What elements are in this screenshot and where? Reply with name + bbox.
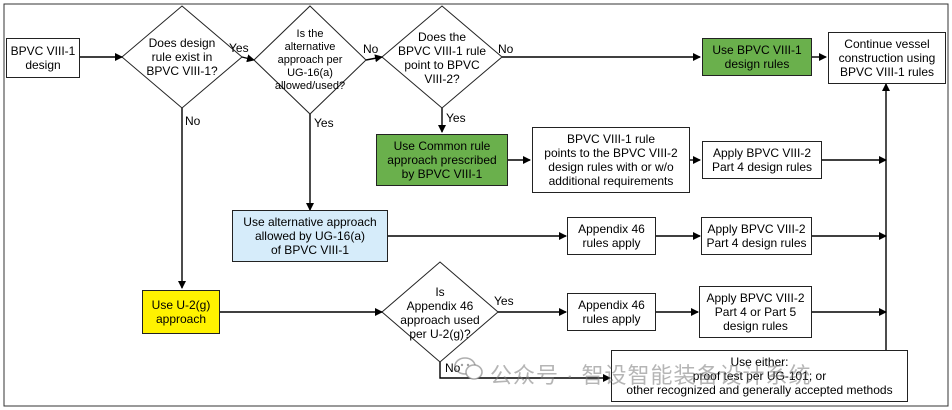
d3-yes-label: Yes <box>446 111 466 125</box>
decision-2-text: Is the alternative approach per UG-16(a)… <box>274 27 346 92</box>
decision-3-text: Does the BPVC VIII-1 rule point to BPVC … <box>397 30 487 86</box>
wechat-icon <box>454 357 483 380</box>
d1-no-label: No <box>185 114 201 128</box>
d2-no-label: No <box>363 42 379 56</box>
d3-no-label: No <box>498 42 514 56</box>
u2g-approach-box: Use U-2(g) approach <box>142 290 220 334</box>
edge-d4-either <box>439 362 611 382</box>
alternative-approach-box: Use alternative approach allowed by UG-1… <box>232 210 388 262</box>
decision-1-text: Does design rule exist in BPVC VIII-1? <box>146 36 218 78</box>
apply-part4-or-5-box: Apply BPVC VIII-2 Part 4 or Part 5 desig… <box>699 286 812 338</box>
start-node: BPVC VIII-1 design <box>6 38 80 78</box>
d1-yes-label: Yes <box>229 41 249 55</box>
d2-yes-label: Yes <box>314 116 334 130</box>
apply-part4-box-2: Apply BPVC VIII-2 Part 4 design rules <box>701 217 812 255</box>
decision-4-text: Is Appendix 46 approach used per U-2(g)? <box>400 285 480 341</box>
d4-no-label: No <box>445 361 461 375</box>
edge-d1-d2 <box>241 54 255 63</box>
appendix46-box-1: Appendix 46 rules apply <box>567 217 656 255</box>
outer-border <box>3 3 949 407</box>
apply-part4-box-1: Apply BPVC VIII-2 Part 4 design rules <box>702 141 822 179</box>
use-viii1-rules-box: Use BPVC VIII-1 design rules <box>702 38 812 76</box>
edge-d2-d3 <box>365 54 383 63</box>
continue-construction-box: Continue vessel construction using BPVC … <box>828 32 946 84</box>
d4-yes-label: Yes <box>494 294 514 308</box>
points-to-viii2-box: BPVC VIII-1 rule points to the BPVC VIII… <box>532 127 690 193</box>
watermark-text: 公众号 · 智设智能装备设计系统 <box>490 363 812 388</box>
use-either-box: Use either: proof test per UG-101; or ot… <box>611 350 908 402</box>
common-rule-box: Use Common rule approach prescribed by B… <box>376 134 508 186</box>
appendix46-box-2: Appendix 46 rules apply <box>567 293 656 331</box>
